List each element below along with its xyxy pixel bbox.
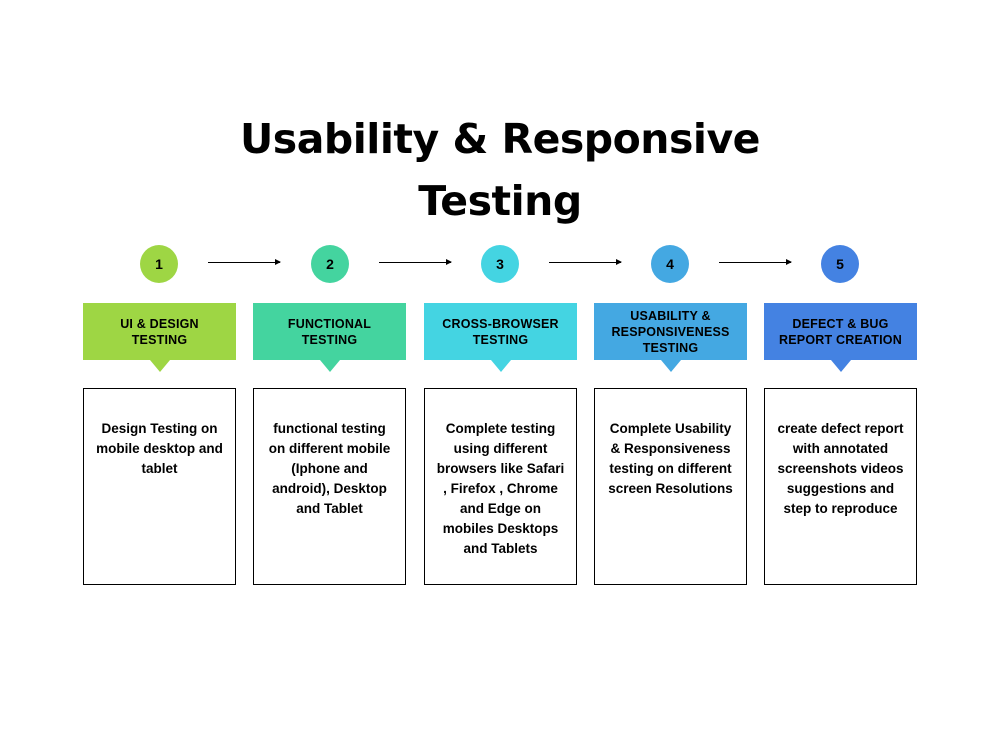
step-5-description: create defect report with annotated scre… xyxy=(764,388,917,585)
step-2-description: functional testing on different mobile (… xyxy=(253,388,406,585)
step-3-label: CROSS-BROWSER TESTING xyxy=(424,303,577,372)
step-2-circle: 2 xyxy=(311,245,349,283)
step-2-label: FUNCTIONAL TESTING xyxy=(253,303,406,372)
step-4-circle: 4 xyxy=(651,245,689,283)
arrow-1-to-2 xyxy=(208,259,281,265)
arrow-4-to-5 xyxy=(719,259,792,265)
step-1-circle: 1 xyxy=(140,245,178,283)
step-4-label: USABILITY & RESPONSIVENESS TESTING xyxy=(594,303,747,372)
step-1-label: UI & DESIGN TESTING xyxy=(83,303,236,372)
title-line-2: Testing xyxy=(418,177,582,225)
title-line-1: Usability & Responsive xyxy=(240,115,760,163)
step-4-description: Complete Usability & Responsiveness test… xyxy=(594,388,747,585)
arrow-3-to-4 xyxy=(549,259,622,265)
step-1-description: Design Testing on mobile desktop and tab… xyxy=(83,388,236,585)
step-3-description: Complete testing using different browser… xyxy=(424,388,577,585)
arrow-2-to-3 xyxy=(379,259,452,265)
step-5-label: DEFECT & BUG REPORT CREATION xyxy=(764,303,917,372)
page-title: Usability & Responsive Testing xyxy=(0,108,1000,232)
step-5-circle: 5 xyxy=(821,245,859,283)
step-3-circle: 3 xyxy=(481,245,519,283)
